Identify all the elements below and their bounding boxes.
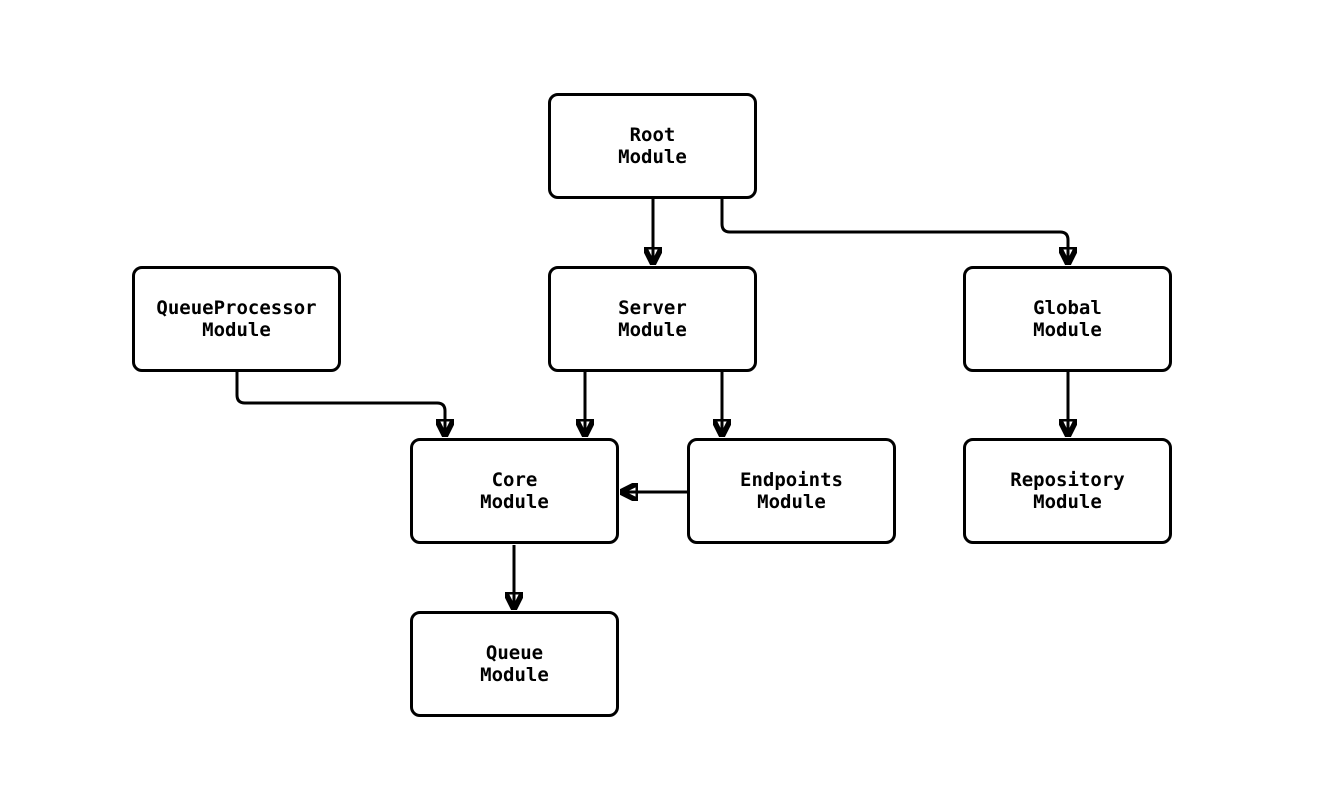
node-core-module: Core Module (410, 438, 619, 544)
node-endpoints-module: Endpoints Module (687, 438, 896, 544)
node-queue-module-label: Queue Module (480, 641, 549, 686)
node-repository-module-label: Repository Module (1010, 468, 1125, 513)
node-queueprocessor-module: QueueProcessor Module (132, 266, 341, 372)
node-global-module-label: Global Module (1033, 296, 1102, 341)
node-root-module: Root Module (548, 93, 757, 199)
node-global-module: Global Module (963, 266, 1172, 372)
node-core-module-label: Core Module (480, 468, 549, 513)
node-repository-module: Repository Module (963, 438, 1172, 544)
node-queueprocessor-module-label: QueueProcessor Module (156, 296, 317, 341)
node-root-module-label: Root Module (618, 123, 687, 168)
node-server-module: Server Module (548, 266, 757, 372)
edge-queueprocessor-to-core (235, 372, 445, 435)
node-server-module-label: Server Module (618, 296, 687, 341)
node-queue-module: Queue Module (410, 611, 619, 717)
edge-root-to-global (720, 198, 1068, 263)
node-endpoints-module-label: Endpoints Module (740, 468, 843, 513)
